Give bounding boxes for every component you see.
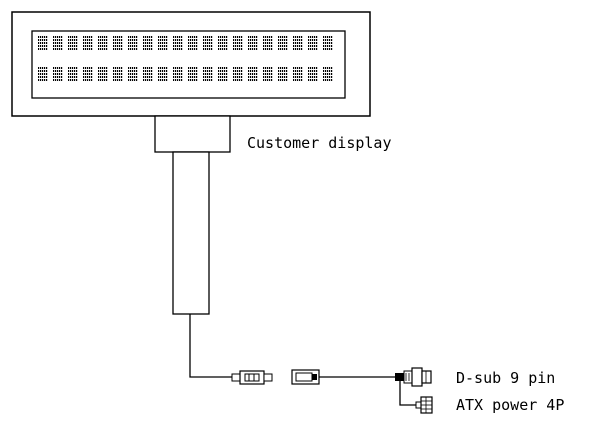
lcd-char-cell	[308, 67, 318, 81]
lcd-char-cell	[98, 36, 108, 50]
lcd-char-cell	[128, 67, 138, 81]
lcd-char-cell	[278, 36, 288, 50]
dsub-9pin-connector	[395, 367, 432, 387]
lcd-char-cell	[38, 67, 48, 81]
lcd-char-cell	[308, 36, 318, 50]
lcd-char-cell	[293, 67, 303, 81]
lcd-char-cell	[113, 67, 123, 81]
customer-display-label: Customer display	[247, 134, 392, 152]
lcd-char-cell	[323, 67, 333, 81]
lcd-char-cell	[248, 36, 258, 50]
dsub-label: D-sub 9 pin	[456, 369, 555, 387]
lcd-char-cell	[173, 67, 183, 81]
lcd-char-cell	[293, 36, 303, 50]
cable-connector-female	[291, 369, 395, 385]
lcd-char-cell	[173, 36, 183, 50]
lcd-char-cell	[263, 36, 273, 50]
atx-power-connector	[415, 396, 433, 414]
lcd-char-cell	[128, 36, 138, 50]
lcd-char-cell	[203, 36, 213, 50]
lcd-char-cell	[233, 36, 243, 50]
lcd-char-cell	[263, 67, 273, 81]
lcd-char-cell	[278, 67, 288, 81]
lcd-char-cell	[83, 36, 93, 50]
atx-label: ATX power 4P	[456, 396, 564, 414]
lcd-char-cell	[68, 67, 78, 81]
lcd-char-cell	[218, 36, 228, 50]
cable-main	[189, 314, 232, 378]
lcd-char-cell	[218, 67, 228, 81]
lcd-char-cell	[143, 36, 153, 50]
lcd-char-cell	[323, 36, 333, 50]
lcd-char-cell	[113, 36, 123, 50]
lcd-char-cell	[53, 67, 63, 81]
lcd-char-cell	[203, 67, 213, 81]
lcd-char-cell	[38, 36, 48, 50]
lcd-char-cell	[143, 67, 153, 81]
lcd-char-cell	[248, 67, 258, 81]
lcd-char-cell	[53, 36, 63, 50]
cable-connector-male	[231, 370, 273, 385]
lcd-char-cell	[188, 36, 198, 50]
lcd-character-grid	[38, 36, 333, 81]
display-neck	[154, 115, 231, 153]
lcd-char-cell	[83, 67, 93, 81]
lcd-screen	[31, 30, 346, 99]
pole	[172, 151, 210, 315]
lcd-char-cell	[233, 67, 243, 81]
lcd-char-cell	[188, 67, 198, 81]
lcd-char-cell	[68, 36, 78, 50]
lcd-char-cell	[98, 67, 108, 81]
lcd-char-cell	[158, 67, 168, 81]
lcd-char-cell	[158, 36, 168, 50]
cable-power-branch	[399, 381, 416, 406]
